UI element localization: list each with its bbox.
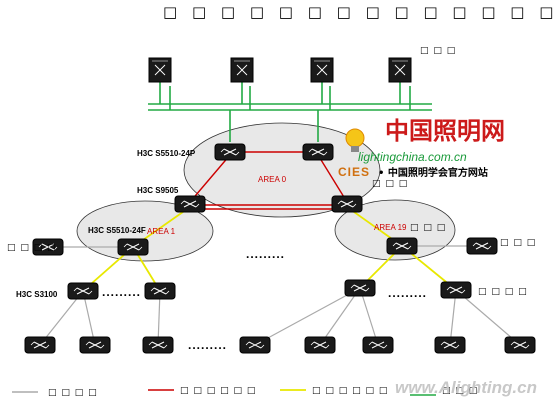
more-nodes-ellipsis: .........: [388, 286, 427, 300]
area-19-side-label: □ □ □: [410, 223, 446, 233]
area-0-label: AREA 0: [258, 175, 287, 184]
more-nodes-ellipsis: .........: [246, 247, 285, 261]
access-links: [39, 245, 521, 346]
server-label: □ □ □: [420, 46, 456, 56]
access-switch: [440, 281, 472, 299]
dist-switch-right: [386, 237, 418, 255]
core-router-right: [331, 195, 363, 213]
end-device: [239, 336, 271, 354]
more-nodes-ellipsis: .........: [102, 285, 141, 299]
lightingchina-watermark: 中国照明网 lightingchina.com.cn CIES • 中国照明学会…: [338, 116, 505, 179]
watermark-cn: 中国照明网: [385, 116, 505, 145]
label-core-top: H3C S5510-24P: [137, 149, 196, 158]
watermark-cies: CIES: [338, 165, 370, 179]
bulb-icon: [345, 128, 365, 148]
label-access: H3C S3100: [16, 290, 58, 299]
more-nodes-ellipsis: .........: [188, 338, 227, 352]
legend-label: □ □ □ □ □ □: [312, 386, 388, 396]
core-switch-left: [214, 143, 246, 161]
right-core-label: □ □ □: [372, 179, 408, 189]
diagram-title: □ □ □ □ □ □ □ □ □ □ □ □ □ □: [163, 3, 554, 21]
area-1-ellipse: [76, 200, 214, 262]
right-access-label: □ □ □ □: [478, 287, 528, 297]
end-device: [504, 336, 536, 354]
server-node: [230, 57, 254, 83]
access-switch: [144, 282, 176, 300]
end-device: [304, 336, 336, 354]
end-device: [362, 336, 394, 354]
server-node: [148, 57, 172, 83]
dist-switch-left: [117, 238, 149, 256]
watermark-url: lightingchina.com.cn: [358, 150, 467, 164]
left-edge-label: □ □ □ □: [7, 243, 57, 253]
right-edge-label: □ □ □: [500, 238, 536, 248]
legend-label: □ □ □ □: [48, 388, 98, 398]
end-device: [434, 336, 466, 354]
legend: □ □ □ □ □ □ □ □ □ □ □ □ □ □ □ □ □ □ □: [12, 386, 478, 398]
label-core-mid: H3C S9505: [137, 186, 179, 195]
end-device: [142, 336, 174, 354]
end-device: [24, 336, 56, 354]
legend-label: □ □ □: [442, 386, 478, 396]
watermark-sub: • 中国照明学会官方网站: [378, 166, 488, 179]
label-dist-left: H3C S5510-24F: [88, 226, 146, 235]
area-1-label: AREA 1: [147, 227, 176, 236]
area-19-ellipse: [334, 199, 456, 261]
corner-watermark: www.Alighting.cn: [395, 378, 537, 397]
area-19-label: AREA 19: [374, 223, 407, 232]
edge-switch-right: [466, 237, 498, 255]
legend-label: □ □ □ □ □ □: [180, 386, 256, 396]
server-bus: [148, 82, 432, 142]
server-node: [388, 57, 412, 83]
access-switch: [67, 282, 99, 300]
access-switch: [344, 279, 376, 297]
core-switch-right: [302, 143, 334, 161]
end-device: [79, 336, 111, 354]
server-node: [310, 57, 334, 83]
core-router-left: [174, 195, 206, 213]
